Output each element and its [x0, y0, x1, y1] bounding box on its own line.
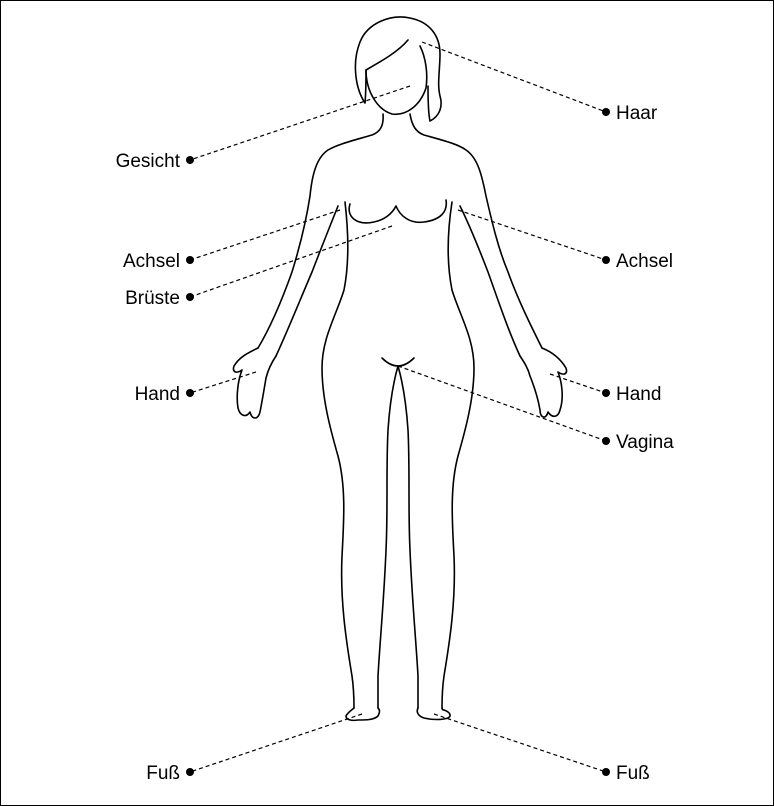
groin-line — [382, 358, 414, 366]
leader-fuss-right — [434, 714, 606, 772]
leader-fuss-left — [190, 714, 362, 772]
leader-vagina — [398, 366, 606, 441]
dot-fuss-right — [602, 768, 610, 776]
leader-gesicht — [190, 86, 410, 160]
female-figure — [233, 17, 566, 720]
dot-hand-right — [602, 389, 610, 397]
left-foot — [346, 708, 380, 720]
label-gesicht: Gesicht — [116, 151, 181, 172]
leader-hand-left — [190, 372, 256, 393]
leader-haar — [422, 42, 606, 112]
face-outline — [366, 46, 427, 114]
label-hand-left: Hand — [135, 384, 180, 405]
leader-bruste — [190, 226, 392, 297]
label-dots — [186, 108, 610, 776]
label-achsel-left: Achsel — [123, 251, 180, 272]
right-foot — [417, 708, 450, 720]
label-achsel-right: Achsel — [616, 251, 673, 272]
dot-achsel-left — [186, 256, 194, 264]
label-hand-right: Hand — [616, 384, 661, 405]
label-bruste: Brüste — [125, 288, 180, 309]
torso-left — [322, 202, 354, 708]
dot-fuss-left — [186, 768, 194, 776]
dot-bruste — [186, 293, 194, 301]
leader-lines — [190, 42, 606, 772]
inner-legs — [378, 366, 418, 708]
left-hand-outline — [233, 348, 276, 418]
right-hand-outline — [520, 348, 567, 417]
dot-hand-left — [186, 389, 194, 397]
torso-right — [442, 202, 474, 708]
dot-achsel-right — [602, 256, 610, 264]
dot-vagina — [602, 437, 610, 445]
neck-shoulder-right — [410, 114, 542, 348]
dot-haar — [602, 108, 610, 116]
hair-outline — [355, 17, 441, 121]
label-fuss-right: Fuß — [616, 763, 650, 784]
label-haar: Haar — [616, 103, 658, 124]
breast-line — [349, 200, 446, 223]
label-vagina: Vagina — [616, 432, 674, 453]
dot-gesicht — [186, 156, 194, 164]
label-fuss-left: Fuß — [146, 763, 180, 784]
leader-hand-right — [550, 374, 606, 393]
labels: Haar Gesicht Achsel Achsel Brüste Hand H… — [116, 103, 675, 784]
